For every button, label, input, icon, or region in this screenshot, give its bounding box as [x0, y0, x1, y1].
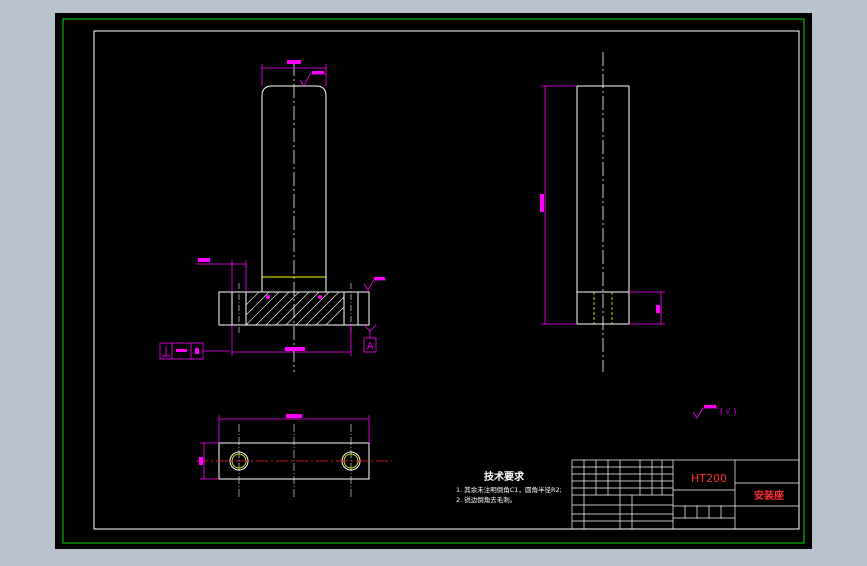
general-finish-symbol: [692, 405, 718, 419]
title-block: [571, 459, 800, 530]
top-view-width-dimension: [218, 414, 370, 443]
tech-req-line-2: 2. 锐边倒角去毛刺。: [456, 495, 516, 504]
side-view: [540, 52, 665, 372]
height-dimension: [540, 85, 577, 325]
outer-frame: [62, 18, 805, 544]
datum-label: A: [367, 342, 374, 352]
model-space: [55, 13, 812, 549]
datum-symbol: [363, 324, 377, 353]
top-view-depth-dimension: [199, 442, 219, 480]
base-height-dimension: [629, 291, 665, 325]
finish-symbol-top: [299, 71, 326, 87]
general-finish-text: ( √ ): [720, 407, 736, 416]
base-width-dimension: [231, 325, 352, 356]
hole-dimension: [196, 258, 247, 292]
tech-req-line-1: 1. 其余未注明倒角C1，圆角半径R2;: [456, 485, 562, 494]
top-view: [196, 414, 392, 498]
part-name-label: 安装座: [754, 489, 784, 502]
drawing-border: [93, 30, 800, 530]
base-hatching: [245, 291, 345, 326]
material-label: HT200: [691, 472, 727, 485]
tolerance-frame: [159, 342, 230, 360]
tech-req-heading: 技术要求: [484, 470, 525, 483]
top-width-dimension: [261, 60, 327, 86]
front-view: A: [159, 60, 386, 372]
finish-symbol-right: [363, 277, 386, 291]
